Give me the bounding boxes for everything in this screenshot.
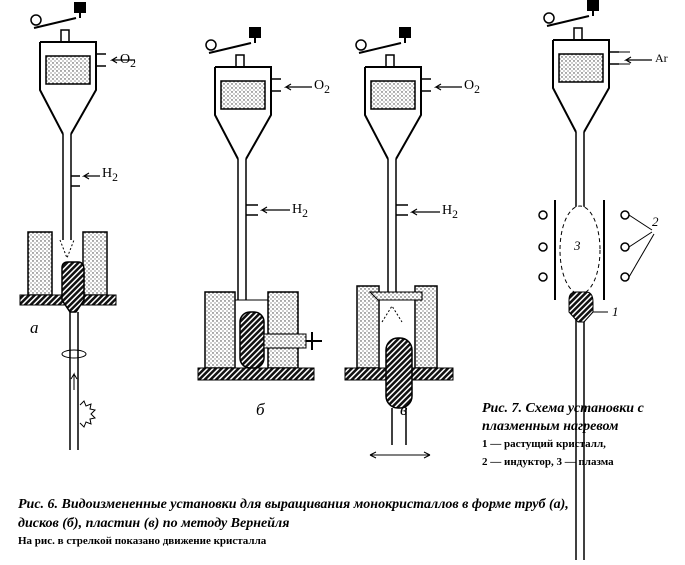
gas-h2-b: H2 — [292, 202, 308, 220]
subscript: 2 — [324, 82, 330, 96]
fig6-note: На рис. в стрелкой показано движение кри… — [18, 535, 267, 547]
gas-o2-b: O2 — [314, 78, 330, 96]
marker-3: 3 — [574, 238, 581, 253]
plasma-apparatus — [538, 0, 655, 560]
subscript: 2 — [130, 56, 136, 70]
gas-label: O — [314, 78, 325, 93]
fig6-caption-line2: дисков (б), пластин (в) по методу Верней… — [18, 516, 290, 531]
gas-label: O — [464, 78, 475, 93]
apparatus-a — [19, 1, 135, 450]
fig7-caption-line2: плазменным нагревом — [482, 419, 619, 434]
gas-ar: Ar — [655, 51, 668, 65]
fig7-legend-line2: 2 — индуктор, 3 — плазма — [482, 456, 614, 468]
fig7-caption-line1: Рис. 7. Схема установки с — [482, 401, 644, 416]
gas-h2-a: H2 — [102, 166, 118, 184]
gas-o2-a: O2 — [120, 52, 136, 70]
apparatus-b — [197, 26, 322, 381]
subscript: 2 — [112, 170, 118, 184]
fig6-caption-line1: Рис. 6. Видоизмененные установки для выр… — [18, 497, 569, 512]
gas-label: H — [442, 203, 453, 218]
label-a: а — [30, 318, 39, 337]
marker-2: 2 — [652, 214, 659, 229]
gas-label: O — [120, 52, 131, 67]
apparatus-v — [344, 26, 462, 459]
gas-label: H — [102, 166, 113, 181]
subscript: 2 — [452, 207, 458, 221]
subscript: 2 — [302, 206, 308, 220]
label-v: в — [400, 400, 408, 419]
gas-label: H — [292, 202, 303, 217]
gas-o2-v: O2 — [464, 78, 480, 96]
subscript: 2 — [474, 82, 480, 96]
gas-h2-v: H2 — [442, 203, 458, 221]
label-b: б — [256, 400, 265, 419]
fig7-legend-line1: 1 — растущий кристалл, — [482, 438, 606, 450]
marker-1: 1 — [612, 304, 619, 319]
